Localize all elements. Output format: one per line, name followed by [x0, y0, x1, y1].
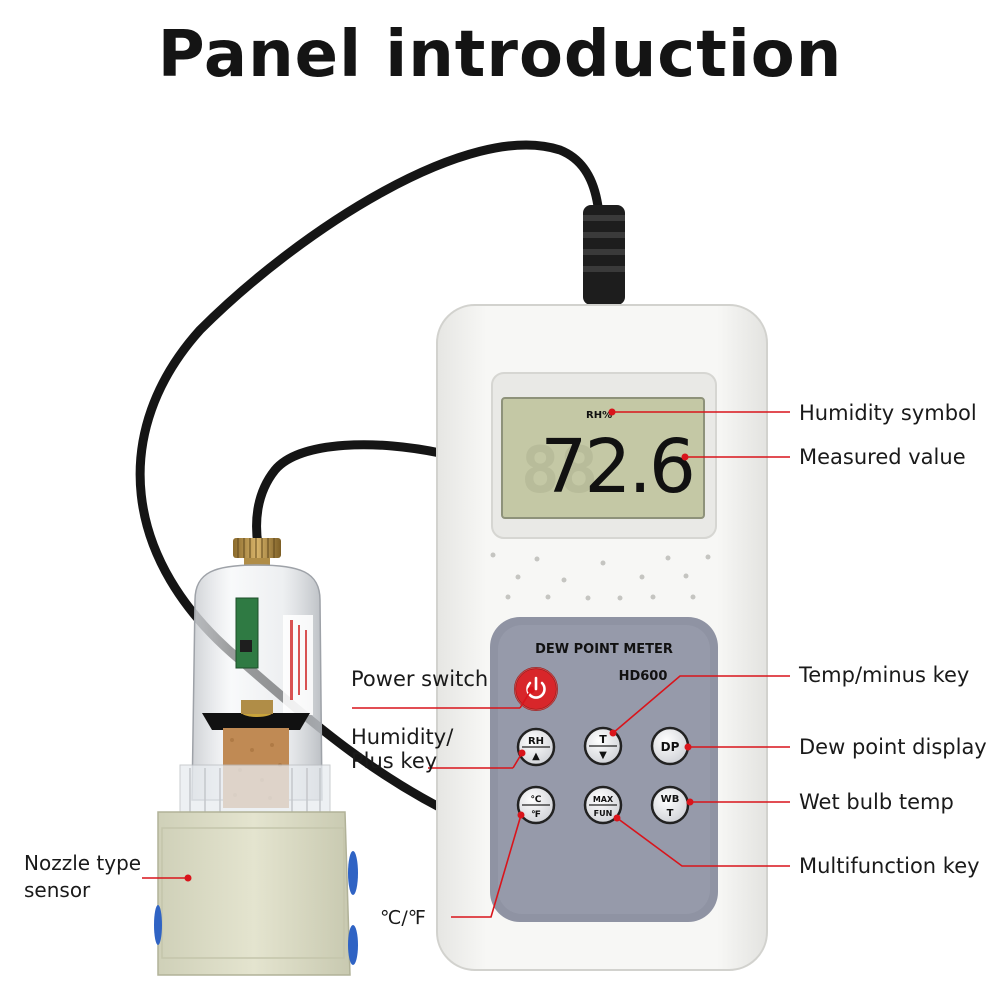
label-wet-bulb-temp: Wet bulb temp: [799, 790, 954, 814]
temp-minus-button[interactable]: T ▼: [583, 726, 623, 766]
label-multifunction-key: Multifunction key: [799, 854, 980, 878]
callout-leaders: [142, 411, 790, 918]
device-name: DEW POINT METER: [535, 642, 673, 657]
svg-text:RH: RH: [528, 736, 544, 747]
lcd-screen: [501, 397, 705, 519]
cable-inner: [252, 440, 445, 550]
rh-plus-button[interactable]: RH ▲: [516, 727, 556, 767]
wet-bulb-button[interactable]: WB T: [650, 785, 690, 825]
power-button[interactable]: [514, 667, 558, 711]
label-humidity-symbol: Humidity symbol: [799, 401, 977, 425]
label-dew-point-display: Dew point display: [799, 735, 987, 759]
page-title: Panel introduction: [157, 18, 843, 92]
svg-text:DP: DP: [661, 740, 680, 754]
svg-text:℃: ℃: [531, 795, 542, 805]
max-fun-button[interactable]: MAX FUN: [583, 785, 623, 825]
nozzle-sensor: [154, 538, 358, 976]
power-icon: [526, 676, 546, 699]
callout-dots: [184, 408, 694, 882]
label-power-switch: Power switch: [351, 667, 489, 691]
svg-text:88: 88: [521, 434, 598, 508]
lcd-symbol: RH%: [586, 410, 612, 421]
svg-text:FUN: FUN: [594, 809, 613, 818]
svg-text:T: T: [599, 733, 607, 746]
lcd-value: 72.6: [540, 424, 693, 510]
label-temp-minus-key: Temp/minus key: [799, 663, 970, 687]
svg-text:℉: ℉: [531, 810, 541, 820]
unit-toggle-button[interactable]: ℃ ℉: [516, 785, 556, 825]
speaker-holes: [490, 552, 711, 601]
svg-text:▼: ▼: [599, 750, 607, 761]
label-humidity-plus-key: Humidity/ Plus key: [351, 725, 454, 773]
svg-text:▲: ▲: [532, 751, 540, 762]
svg-text:MAX: MAX: [593, 795, 614, 804]
label-measured-value: Measured value: [799, 445, 966, 469]
device-model: HD600: [619, 669, 668, 684]
svg-text:WB: WB: [661, 794, 680, 805]
strain-relief: [583, 205, 625, 305]
svg-text:T: T: [667, 808, 674, 819]
label-nozzle-sensor: Nozzle type sensor: [24, 851, 142, 902]
label-unit-toggle: ℃/℉: [380, 907, 426, 929]
dew-point-button[interactable]: DP: [650, 726, 690, 766]
